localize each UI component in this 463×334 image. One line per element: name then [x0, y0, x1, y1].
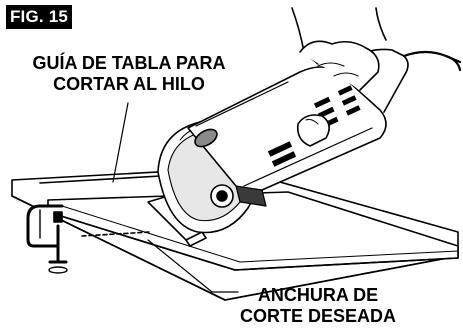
guide-leader-line: [112, 102, 129, 183]
rip-guide-callout: GUÍA DE TABLA PARA CORTAR AL HILO: [20, 53, 238, 95]
rip-guide-callout-line-1: GUÍA DE TABLA PARA: [32, 53, 226, 73]
c-clamp-icon: [26, 204, 68, 274]
cut-width-callout-line-1: ANCHURA DE: [257, 285, 379, 305]
cut-width-callout-line-2: CORTE DESEADA: [239, 306, 396, 326]
cut-line: [81, 231, 151, 237]
saw-motor-body: [187, 66, 387, 207]
operator-hand: [291, 7, 387, 147]
cut-width-leader-line: [147, 239, 239, 293]
motor-vents: [267, 85, 361, 167]
rip-guide-board: [47, 191, 459, 271]
cut-width-callout: ANCHURA DE CORTE DESEADA: [208, 285, 428, 327]
rip-guide-callout-line-2: CORTAR AL HILO: [53, 74, 205, 94]
figure-number-badge: FIG. 15: [6, 5, 72, 29]
power-cord: [444, 54, 462, 72]
